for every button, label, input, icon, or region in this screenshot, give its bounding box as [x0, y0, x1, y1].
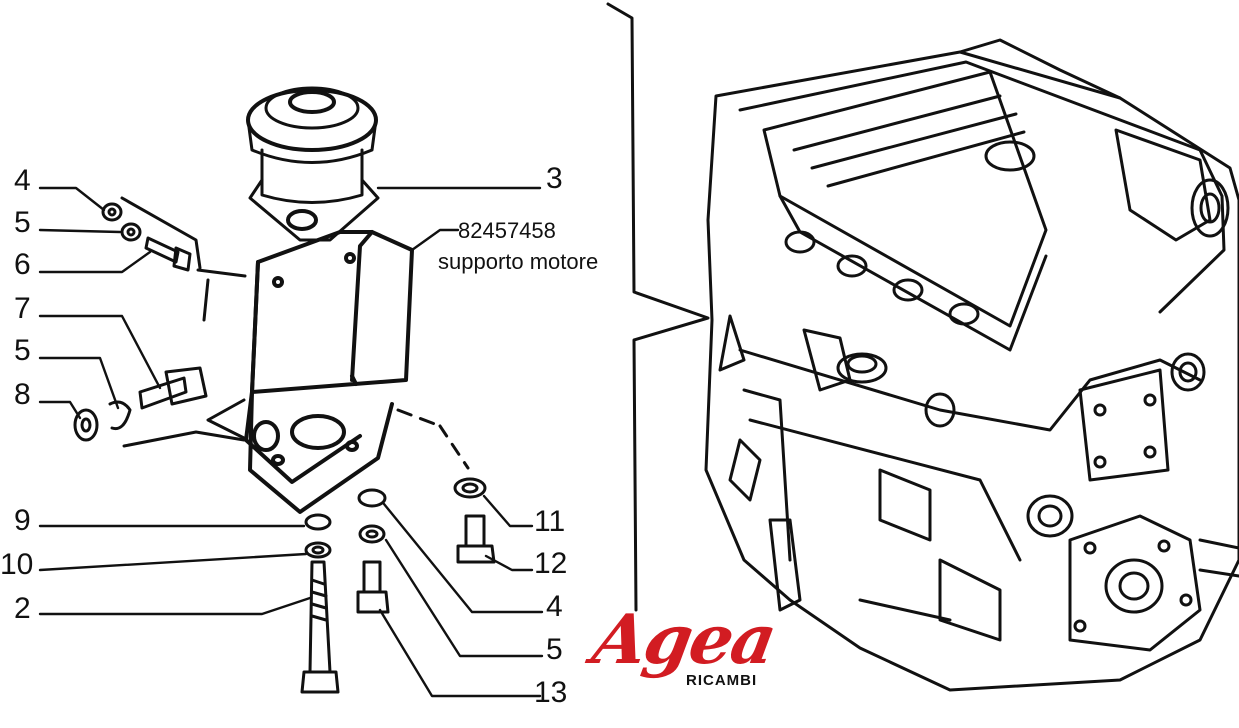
group-bracket-line	[606, 2, 710, 612]
logo-tagline-text: RICAMBI	[686, 672, 758, 689]
callout-6: 6	[14, 248, 31, 281]
callout-5: 5	[546, 633, 563, 666]
rubber-mount-part-3	[246, 86, 380, 242]
callout-2: 2	[14, 592, 31, 625]
callout-4: 4	[546, 590, 563, 623]
callout-13: 13	[534, 676, 568, 709]
callout-3: 3	[546, 162, 563, 195]
callout-7: 7	[14, 292, 31, 325]
callout-4: 4	[14, 164, 31, 197]
bottom-hardware-parts	[300, 408, 496, 694]
left-hardware-parts	[73, 196, 247, 448]
part-description-label: supporto motore	[438, 249, 599, 274]
part-number-label: 82457458	[458, 218, 556, 243]
callout-5: 5	[14, 206, 31, 239]
callout-5: 5	[14, 334, 31, 367]
callout-9: 9	[14, 504, 31, 537]
callout-10: 10	[0, 548, 34, 581]
engine-support-bracket	[244, 230, 414, 514]
logo-brand-text: Agea	[586, 600, 781, 680]
callout-8: 8	[14, 378, 31, 411]
callout-11: 11	[534, 505, 566, 538]
engine-block-illustration	[704, 38, 1239, 692]
callout-12: 12	[534, 547, 568, 580]
agea-ricambi-logo: Agea RICAMBI	[587, 600, 781, 706]
leader-lines	[38, 186, 544, 698]
